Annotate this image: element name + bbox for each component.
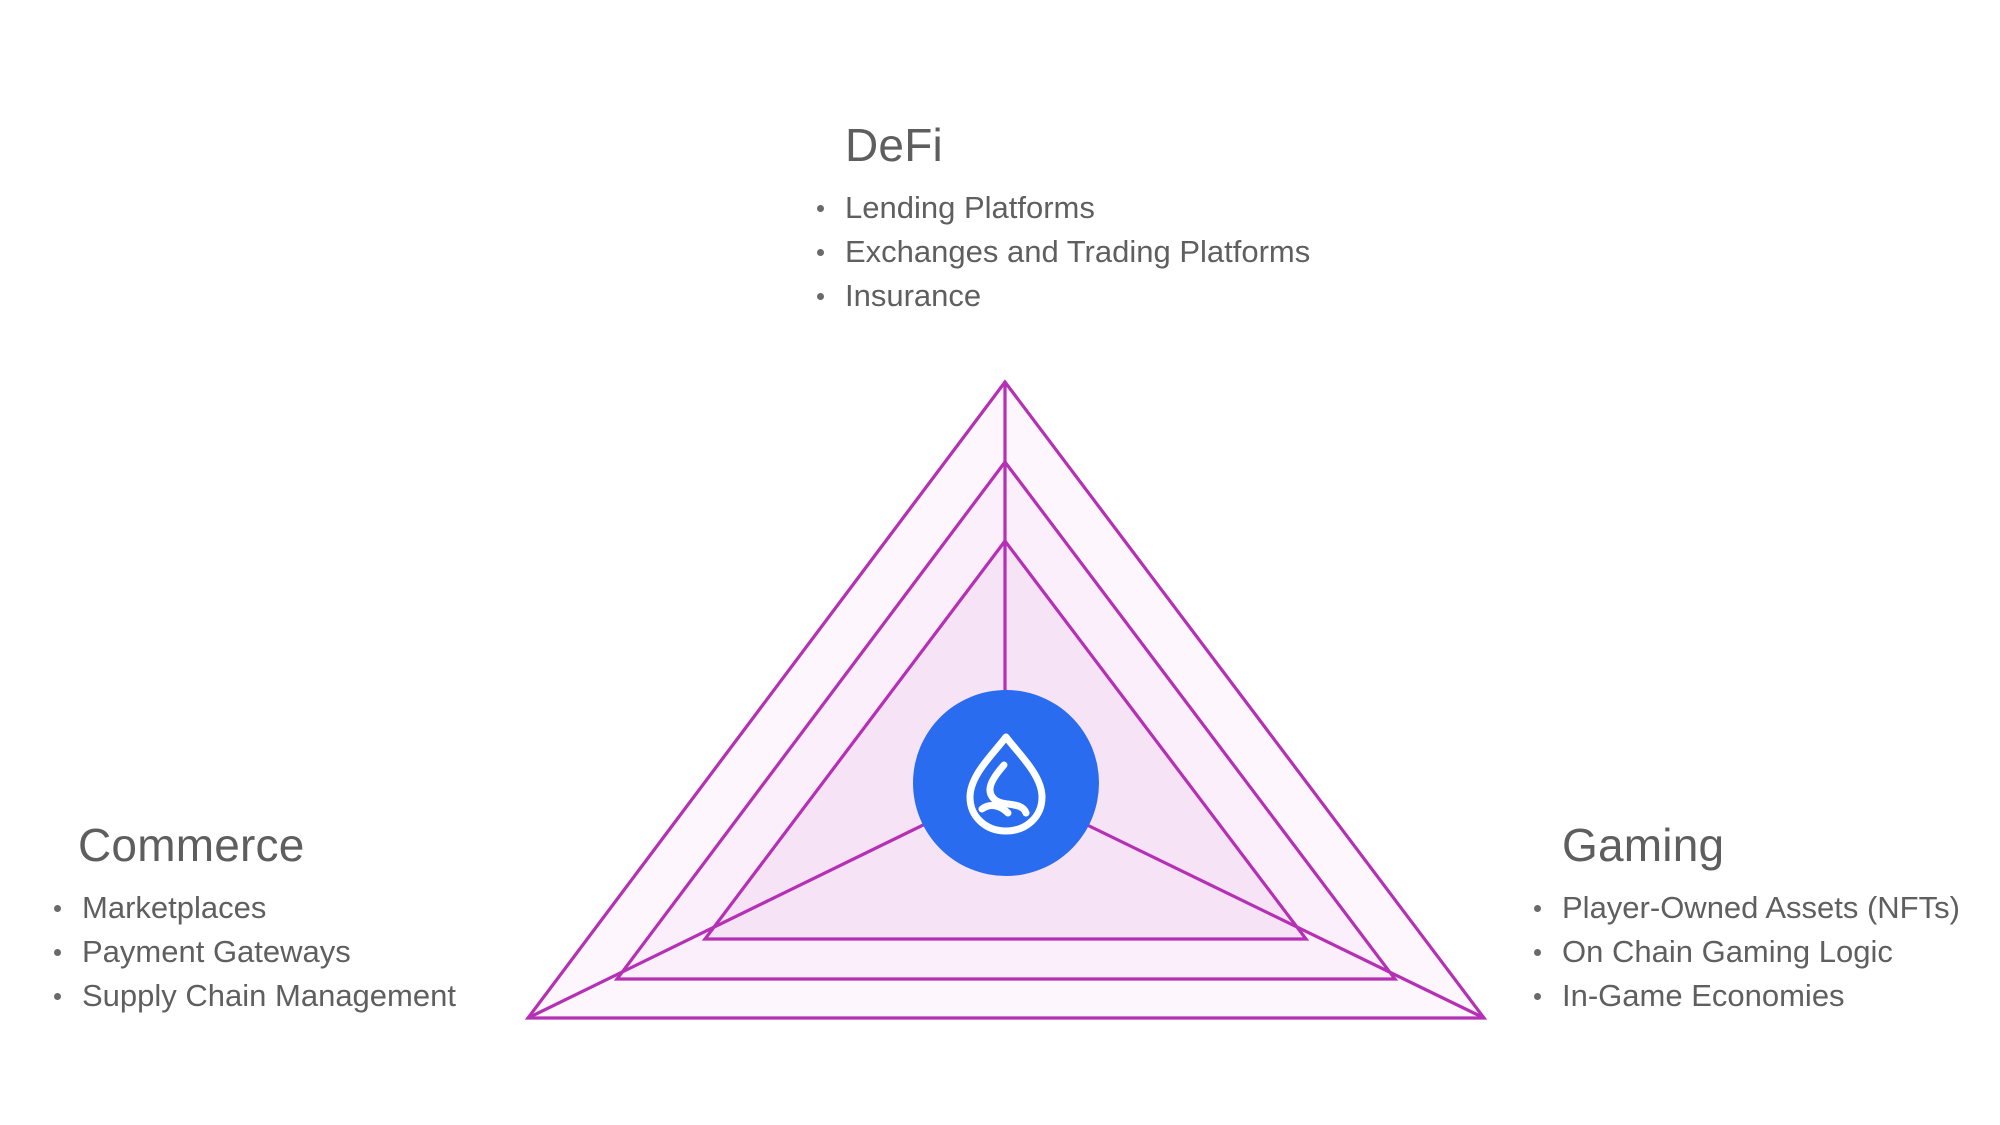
list-item-label: Exchanges and Trading Platforms xyxy=(845,234,1311,269)
bullet-icon xyxy=(1534,993,1541,1000)
bullet-icon xyxy=(54,905,61,912)
bullet-icon xyxy=(1534,949,1541,956)
list-item: In-Game Economies xyxy=(1532,974,1960,1018)
list-item: Supply Chain Management xyxy=(52,974,456,1018)
list-item: On Chain Gaming Logic xyxy=(1532,930,1960,974)
defi-list: Lending Platforms Exchanges and Trading … xyxy=(815,186,1310,318)
list-item-label: Payment Gateways xyxy=(82,934,351,969)
list-item: Player-Owned Assets (NFTs) xyxy=(1532,886,1960,930)
bullet-icon xyxy=(817,205,824,212)
list-item-label: Marketplaces xyxy=(82,890,267,925)
bullet-icon xyxy=(54,949,61,956)
list-item-label: Lending Platforms xyxy=(845,190,1095,225)
list-item: Lending Platforms xyxy=(815,186,1310,230)
list-item-label: In-Game Economies xyxy=(1562,978,1845,1013)
defi-group: DeFi Lending Platforms Exchanges and Tra… xyxy=(815,118,1310,318)
list-item: Insurance xyxy=(815,274,1310,318)
commerce-group: Commerce Marketplaces Payment Gateways S… xyxy=(52,818,456,1018)
list-item-label: Player-Owned Assets (NFTs) xyxy=(1562,890,1960,925)
gaming-group: Gaming Player-Owned Assets (NFTs) On Cha… xyxy=(1532,818,1960,1018)
list-item-label: On Chain Gaming Logic xyxy=(1562,934,1893,969)
list-item-label: Supply Chain Management xyxy=(82,978,456,1013)
gaming-title: Gaming xyxy=(1562,819,1725,871)
defi-title: DeFi xyxy=(845,119,943,171)
commerce-list: Marketplaces Payment Gateways Supply Cha… xyxy=(52,886,456,1018)
gaming-list: Player-Owned Assets (NFTs) On Chain Gami… xyxy=(1532,886,1960,1018)
sui-droplet-icon xyxy=(966,733,1046,835)
bullet-icon xyxy=(1534,905,1541,912)
sui-logo xyxy=(913,690,1099,876)
list-item: Exchanges and Trading Platforms xyxy=(815,230,1310,274)
commerce-title: Commerce xyxy=(78,819,305,871)
list-item-label: Insurance xyxy=(845,278,982,313)
list-item: Payment Gateways xyxy=(52,930,456,974)
list-item: Marketplaces xyxy=(52,886,456,930)
bullet-icon xyxy=(817,249,824,256)
bullet-icon xyxy=(54,993,61,1000)
bullet-icon xyxy=(817,293,824,300)
